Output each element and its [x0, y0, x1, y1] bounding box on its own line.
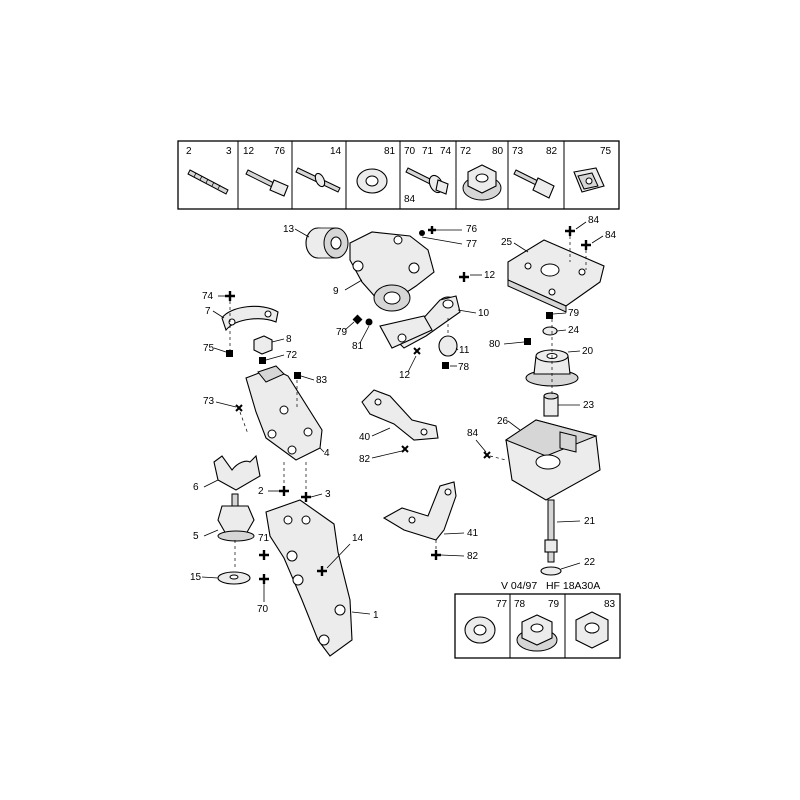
- callout-70: 70: [257, 604, 269, 615]
- table-label-83: 83: [604, 599, 616, 610]
- saddle-6: [203, 454, 261, 491]
- callout-82b: 82: [467, 551, 479, 562]
- flat-washer-77-icon: [464, 616, 496, 644]
- table-label-71: 71: [422, 146, 434, 157]
- callout-82a: 82: [359, 454, 371, 465]
- callout-78: 78: [458, 362, 470, 373]
- callout-2: 2: [258, 486, 264, 497]
- callout-74: 74: [202, 291, 214, 302]
- callout-84a: 84: [588, 215, 600, 226]
- table-label-2: 2: [186, 146, 192, 157]
- callout-72: 72: [286, 350, 298, 361]
- hex-bolt-icon: [245, 169, 289, 197]
- table-label-81: 81: [384, 146, 396, 157]
- table-label-78: 78: [514, 599, 526, 610]
- callout-24: 24: [568, 325, 580, 336]
- callout-79a: 79: [568, 308, 580, 319]
- table-label-79: 79: [548, 599, 560, 610]
- callout-22: 22: [584, 557, 596, 568]
- table-label-73: 73: [512, 146, 524, 157]
- callout-9: 9: [333, 286, 339, 297]
- flange-bolt-icon: [405, 167, 449, 195]
- callout-71: 71: [258, 533, 270, 544]
- callout-8: 8: [286, 334, 292, 345]
- table-label-84: 84: [404, 194, 416, 205]
- callout-10: 10: [478, 308, 490, 319]
- callout-21: 21: [584, 516, 596, 527]
- callout-76: 76: [466, 224, 478, 235]
- stud-icon: [187, 169, 229, 195]
- socket-bolt-icon: [513, 169, 555, 199]
- bracket-41: [382, 481, 465, 560]
- callout-4: 4: [324, 448, 330, 459]
- callout-84c: 84: [467, 428, 479, 439]
- rubber-mount-5: [201, 493, 255, 585]
- table-label-3: 3: [226, 146, 232, 157]
- right-mount-stack: [475, 312, 601, 576]
- callout-7: 7: [205, 306, 211, 317]
- callout-23: 23: [583, 400, 595, 411]
- callout-25: 25: [501, 237, 513, 248]
- flat-washer-icon: [356, 168, 388, 194]
- callout-41: 41: [467, 528, 479, 539]
- flange-nut-icon: [462, 164, 502, 201]
- fastener-table-top: 2 3 12 76 14 81 70 71 74 84: [177, 140, 620, 210]
- table-label-72: 72: [460, 146, 472, 157]
- callout-20: 20: [582, 346, 594, 357]
- flange-nut-78-icon: [516, 614, 558, 652]
- hex-nut-83-icon: [575, 611, 609, 649]
- torque-arm-10: [379, 272, 482, 373]
- callout-79b: 79: [336, 327, 348, 338]
- callout-14: 14: [352, 533, 364, 544]
- table-label-70: 70: [404, 146, 416, 157]
- callout-77: 77: [466, 239, 478, 250]
- drawing-reference: V 04/97 HF 18A30A: [501, 580, 600, 592]
- engine-mount-bracket-9: [344, 231, 435, 312]
- callout-80: 80: [489, 339, 501, 350]
- callout-5: 5: [193, 531, 199, 542]
- table-label-12: 12: [243, 146, 255, 157]
- rubber-bush-13: [294, 227, 349, 259]
- clip-nut-icon: [573, 167, 605, 193]
- callout-12b: 12: [399, 370, 411, 381]
- callout-83: 83: [316, 375, 328, 386]
- table-label-80: 80: [492, 146, 504, 157]
- callout-75: 75: [203, 343, 215, 354]
- nut-block-8: [253, 335, 285, 364]
- callout-3: 3: [325, 489, 331, 500]
- callout-6: 6: [193, 482, 199, 493]
- callout-84b: 84: [605, 230, 617, 241]
- support-bracket-4: [215, 365, 325, 461]
- callout-13: 13: [283, 224, 295, 235]
- bracket-40: [361, 389, 439, 459]
- fastener-table-bottom: V 04/97 HF 18A30A 77 78 79 83: [454, 580, 621, 659]
- engine-bracket-1: [259, 462, 371, 657]
- collar-stud-icon: [295, 167, 341, 193]
- callout-12a: 12: [484, 270, 496, 281]
- callout-26: 26: [497, 416, 509, 427]
- table-label-82: 82: [546, 146, 558, 157]
- table-label-74: 74: [440, 146, 452, 157]
- mount-cap-7: [212, 291, 279, 357]
- callout-11: 11: [459, 345, 470, 356]
- table-label-77: 77: [496, 599, 508, 610]
- callout-73: 73: [203, 396, 215, 407]
- table-label-75: 75: [600, 146, 612, 157]
- callout-1: 1: [373, 610, 379, 621]
- fastener-markers-76-77: [419, 226, 463, 245]
- fastener-markers-79-81: [344, 314, 373, 344]
- top-mount-plate-25: [507, 221, 605, 313]
- callout-labels: 13 76 77 84 84 25 12 9 74 7 10 79 24 79 …: [190, 215, 617, 621]
- callout-15: 15: [190, 572, 202, 583]
- table-label-76: 76: [274, 146, 286, 157]
- callout-40: 40: [359, 432, 371, 443]
- callout-81: 81: [352, 341, 364, 352]
- table-label-14: 14: [330, 146, 342, 157]
